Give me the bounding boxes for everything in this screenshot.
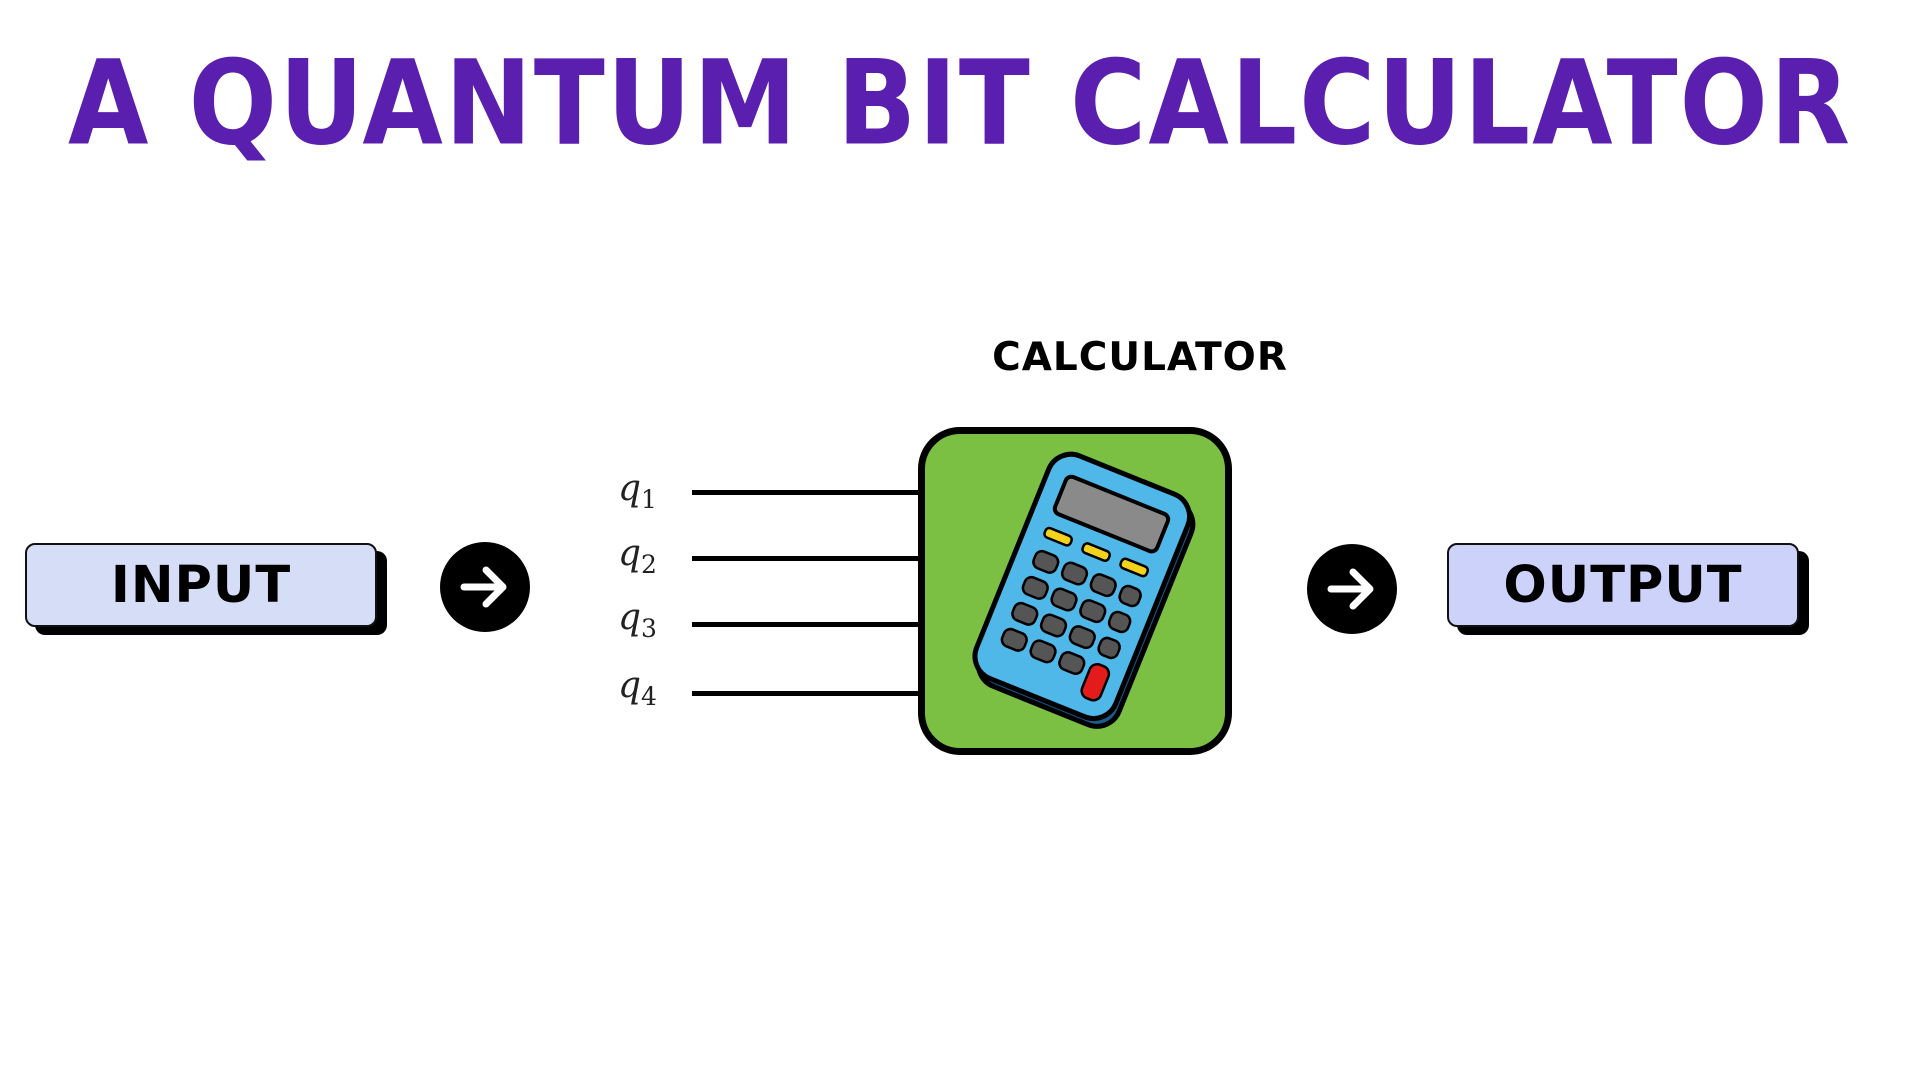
- qubit-wire-2: [692, 556, 919, 561]
- calculator-icon: [972, 451, 1196, 729]
- arrow-right-circle-icon: [440, 542, 530, 632]
- arrow-right-circle-icon: [1307, 544, 1397, 634]
- qubit-wire-4: [692, 691, 919, 696]
- calculator-label: CALCULATOR: [992, 335, 1288, 380]
- input-label: INPUT: [110, 555, 292, 615]
- page-title: A QUANTUM BIT CALCULATOR: [67, 34, 1853, 172]
- qubit-label-1: q1: [618, 468, 657, 515]
- qubit-wire-3: [692, 622, 919, 627]
- output-label: OUTPUT: [1503, 555, 1743, 615]
- qubit-label-3: q3: [618, 597, 657, 644]
- qubit-label-2: q2: [618, 533, 657, 580]
- output-box: OUTPUT: [1447, 543, 1799, 627]
- qubit-label-4: q4: [618, 665, 657, 712]
- input-box: INPUT: [25, 543, 377, 627]
- qubit-wire-1: [692, 490, 919, 495]
- calculator-block: [918, 427, 1232, 755]
